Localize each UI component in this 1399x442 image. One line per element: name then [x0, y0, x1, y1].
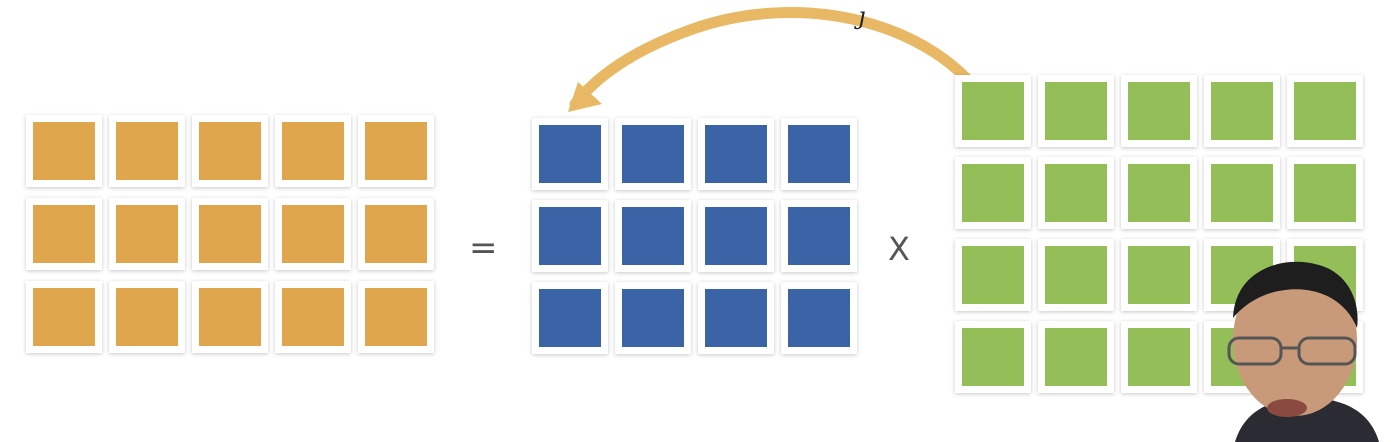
right-factor-cell [1287, 75, 1363, 147]
cell-fill [539, 207, 601, 265]
cell-fill [282, 205, 344, 263]
right-factor-cell [1038, 321, 1114, 393]
right-factor-cell [1204, 157, 1280, 229]
cell-fill [622, 125, 684, 183]
cell-fill [1128, 246, 1190, 304]
left-factor-cell [781, 118, 857, 190]
cell-fill [622, 289, 684, 347]
cell-fill [1045, 246, 1107, 304]
right-factor-cell [1121, 75, 1197, 147]
left-factor-cell [532, 282, 608, 354]
left-factor-cell [781, 282, 857, 354]
left-factor-cell [781, 200, 857, 272]
result-cell [358, 115, 434, 187]
cell-fill [365, 205, 427, 263]
right-factor-cell [1121, 321, 1197, 393]
left-factor-cell [615, 282, 691, 354]
right-factor-cell [1287, 157, 1363, 229]
result-cell [26, 198, 102, 270]
left-factor-cell [615, 118, 691, 190]
cell-fill [199, 122, 261, 180]
left-factor-cell [615, 200, 691, 272]
cell-fill [116, 205, 178, 263]
result-cell [109, 198, 185, 270]
cell-fill [705, 289, 767, 347]
result-cell [275, 198, 351, 270]
left-factor-cell [532, 118, 608, 190]
result-cell [192, 281, 268, 353]
cell-fill [1294, 164, 1356, 222]
times-sign: X [888, 230, 910, 268]
cell-fill [1294, 82, 1356, 140]
right-factor-cell [1038, 157, 1114, 229]
cell-fill [962, 82, 1024, 140]
result-cell [192, 198, 268, 270]
cell-fill [705, 125, 767, 183]
cell-fill [199, 205, 261, 263]
result-cell [275, 115, 351, 187]
cell-fill [1128, 164, 1190, 222]
cell-fill [1211, 164, 1273, 222]
result-cell [26, 115, 102, 187]
right-factor-cell [1204, 75, 1280, 147]
cell-fill [1128, 328, 1190, 386]
cell-fill [962, 246, 1024, 304]
left-factor-cell [698, 118, 774, 190]
cell-fill [116, 288, 178, 346]
right-factor-cell [1121, 157, 1197, 229]
cell-fill [365, 288, 427, 346]
right-factor-cell [955, 157, 1031, 229]
result-cell [358, 281, 434, 353]
right-factor-cell [1038, 75, 1114, 147]
cell-fill [788, 207, 850, 265]
result-cell [109, 281, 185, 353]
left-factor-cell [698, 200, 774, 272]
result-cell [275, 281, 351, 353]
result-cell [109, 115, 185, 187]
cell-fill [282, 122, 344, 180]
cell-fill [33, 288, 95, 346]
cell-fill [282, 288, 344, 346]
cell-fill [365, 122, 427, 180]
right-factor-cell [1038, 239, 1114, 311]
cell-fill [199, 288, 261, 346]
cell-fill [962, 164, 1024, 222]
cell-fill [788, 289, 850, 347]
cell-fill [539, 125, 601, 183]
cell-fill [539, 289, 601, 347]
left-factor-cell [698, 282, 774, 354]
cell-fill [622, 207, 684, 265]
equals-sign: = [469, 228, 498, 268]
cell-fill [33, 205, 95, 263]
cell-fill [1045, 82, 1107, 140]
cell-fill [1211, 82, 1273, 140]
cell-fill [33, 122, 95, 180]
left-factor-cell [532, 200, 608, 272]
result-cell [26, 281, 102, 353]
cell-fill [705, 207, 767, 265]
result-cell [192, 115, 268, 187]
cell-fill [1045, 328, 1107, 386]
result-cell [358, 198, 434, 270]
cell-fill [962, 328, 1024, 386]
cell-fill [1045, 164, 1107, 222]
arrow-head [568, 82, 602, 112]
arrow-curve [569, 7, 996, 114]
cell-fill [788, 125, 850, 183]
presenter-webcam-icon [1215, 258, 1399, 442]
right-factor-cell [955, 321, 1031, 393]
cell-fill [116, 122, 178, 180]
right-factor-cell [1121, 239, 1197, 311]
cell-fill [1128, 82, 1190, 140]
arrow-label: ȷ [858, 2, 866, 30]
right-factor-cell [955, 75, 1031, 147]
right-factor-cell [955, 239, 1031, 311]
